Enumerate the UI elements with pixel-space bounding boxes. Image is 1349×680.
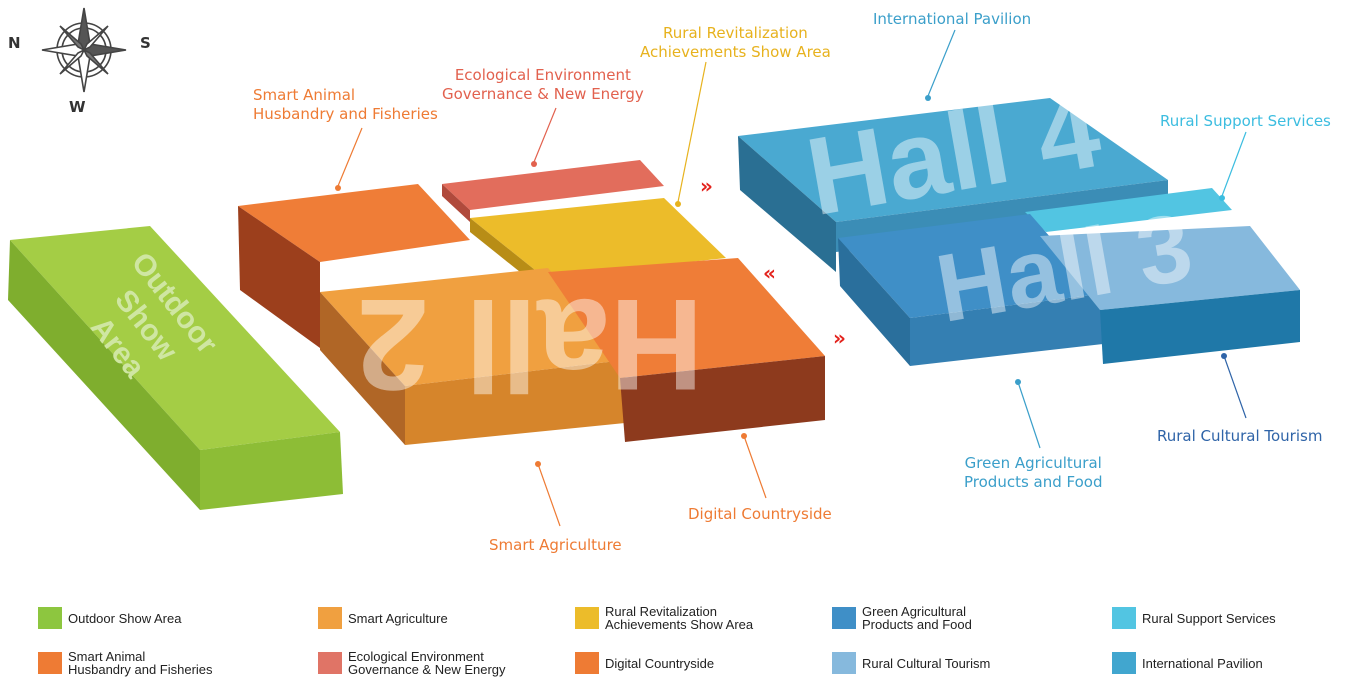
legend-item-digital: Digital Countryside — [575, 646, 714, 680]
legend-item-smart-agriculture: Smart Agriculture — [318, 601, 448, 635]
callout-ecological: Ecological Environment Governance & New … — [442, 66, 644, 103]
legend-swatch — [575, 652, 599, 674]
legend-label: Digital Countryside — [605, 655, 715, 671]
ecological-environment-block[interactable] — [442, 160, 664, 222]
smart-agriculture-block[interactable] — [320, 268, 625, 445]
hall2-label: Hall 2 — [357, 272, 704, 418]
legend-swatch — [38, 652, 62, 674]
digital-countryside-block[interactable] — [548, 258, 825, 442]
legend-item-outdoor: Outdoor Show Area — [38, 601, 181, 635]
legend-swatch — [38, 607, 62, 629]
legend-item-smart-animal: Smart Animal Husbandry and Fisheries — [38, 646, 213, 680]
callout-green-agricultural: Green Agricultural Products and Food — [964, 454, 1103, 491]
legend-label: Rural Cultural Tourism — [862, 655, 991, 671]
green-agricultural-block[interactable] — [838, 214, 1103, 366]
outdoor-show-area-block[interactable] — [8, 226, 343, 510]
callout-digital-countryside: Digital Countryside — [688, 505, 832, 523]
legend: Outdoor Show Area Smart Agriculture Rura… — [0, 596, 1349, 680]
legend-item-rural-revitalization: Rural Revitalization Achievements Show A… — [575, 601, 753, 635]
legend-item-green-agricultural: Green Agricultural Products and Food — [832, 601, 972, 635]
legend-label: Rural Support Services — [1142, 610, 1276, 626]
compass-north-label: N — [8, 34, 21, 52]
legend-item-rural-cultural: Rural Cultural Tourism — [832, 646, 990, 680]
rural-support-services-block[interactable] — [1025, 188, 1232, 232]
legend-swatch — [1112, 607, 1136, 629]
compass-west-label: W — [69, 98, 86, 116]
legend-label: International Pavilion — [1142, 655, 1263, 671]
callout-rural-revitalization: Rural Revitalization Achievements Show A… — [640, 24, 831, 61]
compass: N S W — [4, 0, 154, 116]
legend-item-ecological: Ecological Environment Governance & New … — [318, 646, 506, 680]
arrow-right-icon: » — [700, 174, 713, 198]
smart-animal-husbandry-block[interactable] — [238, 184, 470, 348]
legend-swatch — [318, 652, 342, 674]
legend-swatch — [1112, 652, 1136, 674]
legend-label: Ecological Environment Governance & New … — [348, 649, 506, 677]
rural-cultural-tourism-block[interactable] — [1040, 226, 1300, 364]
legend-label: Smart Animal Husbandry and Fisheries — [68, 649, 213, 677]
legend-label: Smart Agriculture — [348, 610, 448, 626]
legend-label: Green Agricultural Products and Food — [862, 604, 972, 632]
compass-rose-icon — [41, 7, 127, 93]
legend-swatch — [318, 607, 342, 629]
callout-rural-cultural: Rural Cultural Tourism — [1157, 427, 1323, 445]
legend-item-international: International Pavilion — [1112, 646, 1263, 680]
arrow-left-icon: « — [763, 261, 776, 285]
legend-label: Rural Revitalization Achievements Show A… — [605, 604, 754, 632]
callout-international-pavilion: International Pavilion — [873, 10, 1032, 28]
callout-rural-support: Rural Support Services — [1160, 112, 1331, 130]
callout-smart-animal: Smart Animal Husbandry and Fisheries — [253, 86, 438, 123]
legend-label: Outdoor Show Area — [68, 610, 182, 626]
exhibition-map: Outdoor Show Area Hall 2 Hall 4 — [8, 29, 1300, 527]
compass-south-label: S — [140, 34, 151, 52]
legend-swatch — [575, 607, 599, 629]
callout-smart-agriculture: Smart Agriculture — [489, 536, 622, 554]
legend-swatch — [832, 607, 856, 629]
arrow-right-icon: » — [833, 326, 846, 350]
legend-swatch — [832, 652, 856, 674]
legend-item-rural-support: Rural Support Services — [1112, 601, 1276, 635]
